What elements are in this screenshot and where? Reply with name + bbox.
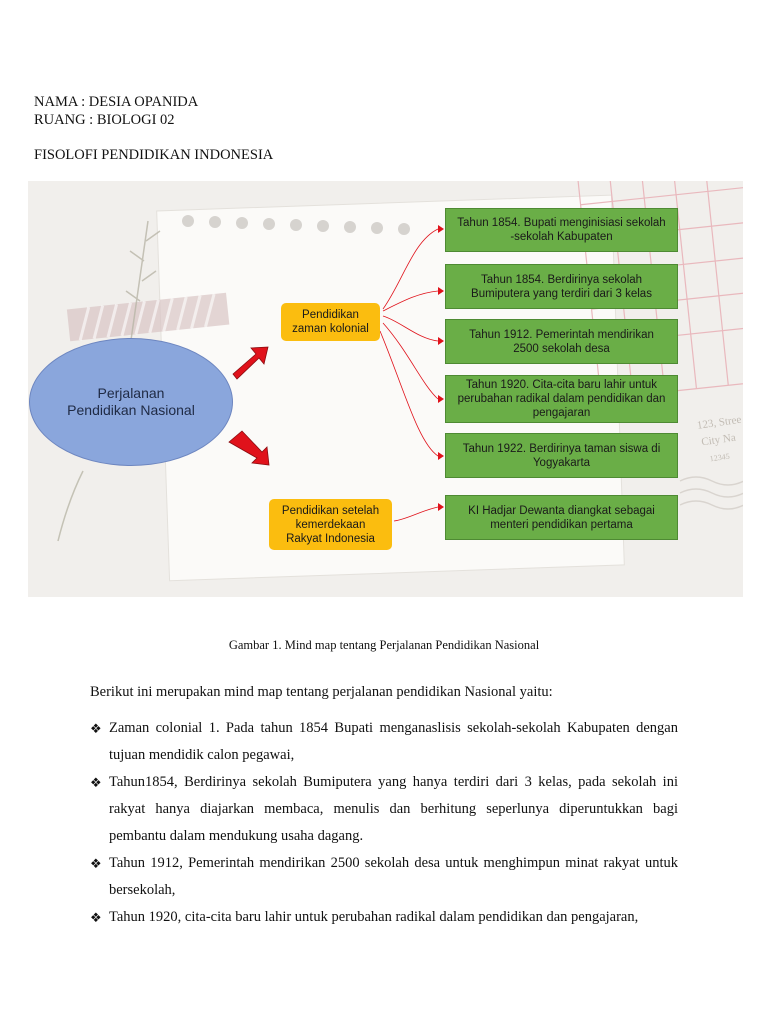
figure-caption: Gambar 1. Mind map tentang Perjalanan Pe… <box>228 638 540 652</box>
list-item: ❖Tahun 1920, cita-cita baru lahir untuk … <box>90 904 678 931</box>
svg-text:City Na: City Na <box>701 432 737 449</box>
list-item: ❖Tahun 1912, Pemerintah mendirikan 2500 … <box>90 850 678 904</box>
mind-map-figure: 123, Stree City Na 12345 <box>28 181 743 597</box>
diamond-bullet-icon: ❖ <box>90 775 102 790</box>
diamond-bullet-icon: ❖ <box>90 721 102 736</box>
block-arrows <box>228 346 270 466</box>
svg-text:12345: 12345 <box>709 452 730 464</box>
stamp-text: 123, Stree City Na 12345 <box>696 414 742 464</box>
list-item: ❖Zaman colonial 1. Pada tahun 1854 Bupat… <box>90 715 678 769</box>
student-room: RUANG : BIOLOGI 02 <box>34 112 175 128</box>
timeline-box-1854-kabupaten: Tahun 1854. Bupati menginisiasi sekolah-… <box>445 208 678 252</box>
list-item: ❖ Tahun1854, Berdirinya sekolah Bumipute… <box>90 769 678 850</box>
intro-paragraph: Berikut ini merupakan mind map tentang p… <box>90 684 553 700</box>
document-title: FISOLOFI PENDIDIKAN INDONESIA <box>34 147 274 163</box>
student-name: NAMA : DESIA OPANIDA <box>34 94 199 110</box>
svg-text:123, Stree: 123, Stree <box>696 414 742 432</box>
diamond-bullet-icon: ❖ <box>90 910 102 925</box>
connector-lines <box>379 228 439 522</box>
diamond-bullet-icon: ❖ <box>90 856 102 871</box>
history-list: ❖Zaman colonial 1. Pada tahun 1854 Bupat… <box>90 715 678 931</box>
